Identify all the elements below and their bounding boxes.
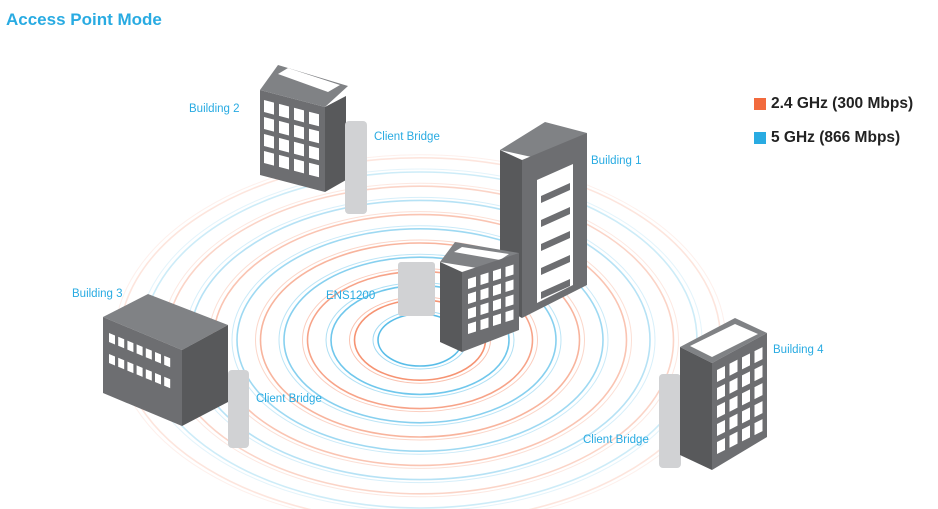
building-4-icon (680, 318, 767, 470)
ens1200-label: ENS1200 (326, 290, 376, 302)
building-center-icon (440, 242, 519, 352)
page-title: Access Point Mode (6, 10, 162, 29)
legend-label-24ghz: 2.4 GHz (300 Mbps) (771, 95, 914, 112)
ens1200-device (398, 262, 435, 316)
client-bridge-label-b4: Client Bridge (583, 434, 649, 446)
legend-label-5ghz: 5 GHz (866 Mbps) (771, 129, 901, 146)
client-bridge-label-b2: Client Bridge (374, 131, 440, 143)
legend-swatch-orange (754, 98, 766, 110)
client-bridge-device-b4 (659, 374, 681, 468)
client-bridge-label-b3: Client Bridge (256, 393, 322, 405)
legend-item-24ghz: 2.4 GHz (300 Mbps) (754, 95, 938, 113)
building-3-icon (103, 294, 228, 426)
building-1-label: Building 1 (591, 155, 642, 167)
building-2-icon (260, 65, 348, 192)
legend-swatch-blue (754, 132, 766, 144)
building-3-label: Building 3 (72, 288, 123, 300)
client-bridge-device-b2 (345, 121, 367, 214)
legend-item-5ghz: 5 GHz (866 Mbps) (754, 129, 938, 147)
building-2-label: Building 2 (189, 103, 240, 115)
client-bridge-device-b3 (228, 370, 249, 448)
building-4-label: Building 4 (773, 344, 824, 356)
